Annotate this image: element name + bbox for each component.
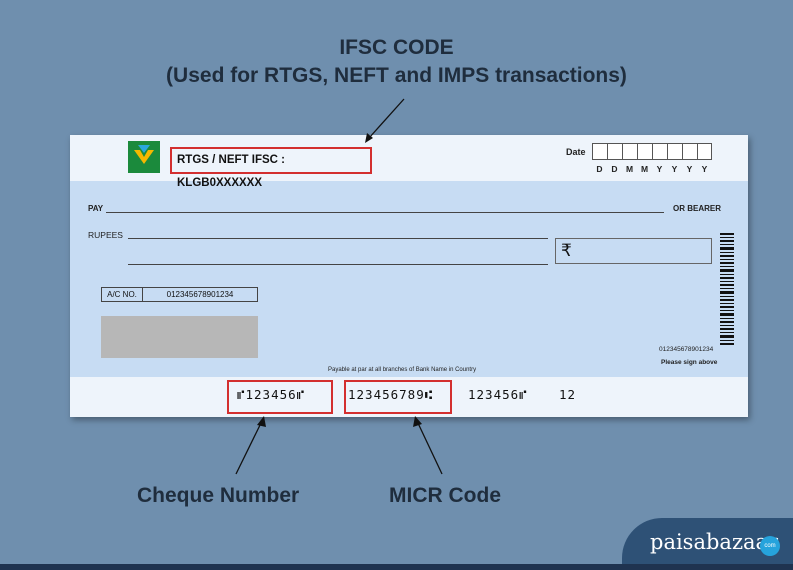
- account-number: 012345678901234: [166, 290, 234, 299]
- micr-code: 123456789⑆: [348, 387, 434, 402]
- ifsc-arrowhead: [365, 133, 373, 143]
- cheque-number-arrowhead: [257, 416, 266, 427]
- date-format-letter: Y: [701, 164, 708, 174]
- date-format-letter: M: [625, 164, 634, 174]
- pay-line: [106, 212, 664, 213]
- rupees-label: RUPEES: [88, 230, 123, 240]
- date-format-letter: D: [596, 164, 603, 174]
- micr-transaction-code: 12: [559, 387, 577, 402]
- cheque-micr-strip: [70, 377, 748, 417]
- date-box: [607, 143, 622, 160]
- date-box: [667, 143, 682, 160]
- payable-note: Payable at par at all branches of Bank N…: [328, 367, 477, 373]
- ifsc-code-box: RTGS / NEFT IFSC : KLGB0XXXXXX: [170, 147, 372, 189]
- micr-account-id: 123456⑈: [468, 387, 528, 402]
- cheque: RTGS / NEFT IFSC : KLGB0XXXXXX Date D D …: [70, 135, 748, 417]
- micr-code-highlight: [344, 380, 452, 414]
- bearer-label: OR BEARER: [673, 204, 722, 213]
- rupees-line: [128, 238, 548, 239]
- ifsc-title: IFSC CODE: [339, 36, 454, 59]
- micr-code-arrow: [416, 420, 443, 475]
- signature-area: [101, 316, 258, 358]
- date-format-letter: M: [640, 164, 649, 174]
- date-format: D D M M Y Y Y Y: [592, 164, 712, 174]
- account-number-box: A/C NO. 012345678901234: [101, 287, 258, 302]
- date-boxes: [592, 143, 712, 160]
- cheque-number-highlight: [227, 380, 333, 414]
- micr-code-label: MICR Code: [389, 484, 501, 507]
- rupees-line: [128, 264, 548, 265]
- pay-label: PAY: [88, 204, 104, 213]
- date-label: Date: [566, 147, 586, 157]
- date-format-letter: Y: [656, 164, 663, 174]
- brand-com-icon: com: [760, 536, 780, 556]
- date-box: [652, 143, 667, 160]
- date-box: [622, 143, 637, 160]
- cheque-number-label: Cheque Number: [137, 484, 300, 507]
- barcode-icon: [720, 233, 734, 345]
- cheque-number-arrow: [235, 420, 263, 475]
- brand-logo: paisabazaar: [650, 530, 779, 554]
- sign-note: Please sign above: [661, 359, 718, 366]
- amount-box: ₹: [555, 238, 712, 264]
- date-format-letter: Y: [686, 164, 693, 174]
- ifsc-arrow: [368, 98, 405, 139]
- date-format-letter: Y: [671, 164, 678, 174]
- date-box: [682, 143, 697, 160]
- micr-cheque-number: ⑈123456⑈: [237, 387, 306, 402]
- account-number-small: 012345678901234: [659, 346, 714, 353]
- date-box: [637, 143, 652, 160]
- date-format-letter: D: [611, 164, 618, 174]
- date-box: [592, 143, 607, 160]
- ifsc-subtitle: (Used for RTGS, NEFT and IMPS transactio…: [166, 64, 627, 87]
- micr-code-arrowhead: [413, 416, 422, 427]
- bank-logo-icon: [128, 141, 160, 173]
- account-label: A/C NO.: [102, 288, 143, 301]
- date-box: [697, 143, 712, 160]
- bottom-band: [0, 564, 793, 570]
